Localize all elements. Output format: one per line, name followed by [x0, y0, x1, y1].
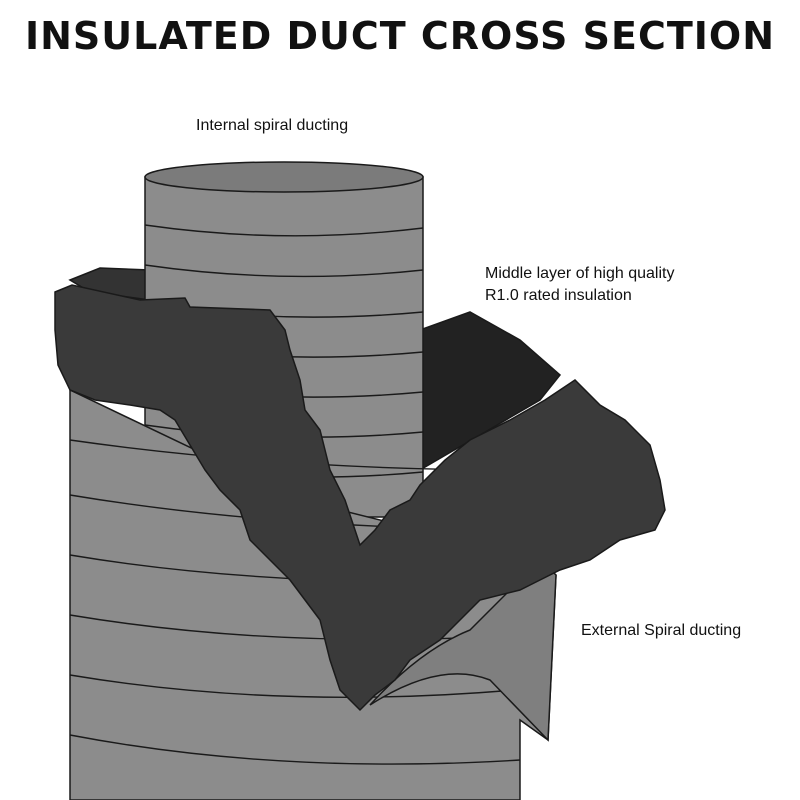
label-internal-spiral-ducting: Internal spiral ducting	[196, 117, 349, 134]
insulation-front-layer	[54, 284, 666, 712]
label-external-spiral-ducting: External Spiral ducting	[581, 622, 742, 639]
label-middle-line1: Middle layer of high quality	[485, 265, 675, 282]
outer-duct-peeled-flap	[369, 558, 557, 742]
diagram-title: INSULATED DUCT CROSS SECTION	[24, 14, 776, 58]
label-middle-line2: R1.0 rated insulation	[485, 287, 632, 304]
label-middle-insulation-layer: Middle layer of high quality R1.0 rated …	[485, 263, 674, 307]
